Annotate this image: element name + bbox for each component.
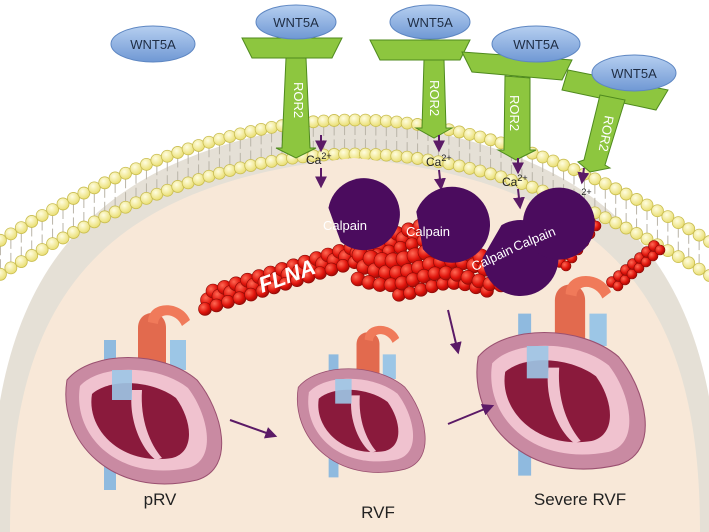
calcium-label-2: Ca2+ (426, 153, 452, 169)
progression-arrow-2 (447, 404, 495, 425)
receptor-complex-1: ROR2 WNT5A (241, 4, 343, 159)
membrane-inner-lipid-heads (0, 139, 709, 282)
calpain-1: Calpain (323, 178, 400, 251)
receptor-complex-3: ROR2 WNT5A (461, 25, 581, 161)
stage-label-prv: pRV (144, 490, 177, 509)
calpain-2: Calpain (406, 186, 490, 263)
calcium-label-3: Ca2+ (502, 173, 528, 189)
receptor-2-label: ROR2 (427, 80, 442, 116)
calcium-label-1: Ca2+ (306, 151, 332, 167)
heart-prv (65, 305, 223, 490)
free-wnt5a-ligand: WNT5A (110, 25, 196, 63)
receptor-4-label: ROR2 (596, 114, 617, 152)
receptor-1-label: ROR2 (291, 82, 306, 118)
heart-severe-rvf (476, 276, 646, 476)
free-ligand-label: WNT5A (130, 37, 176, 52)
receptor-1-ligand-label: WNT5A (273, 15, 319, 30)
filament-to-heart-arrow (447, 309, 462, 355)
stage-label-severe-rvf: Severe RVF (534, 490, 626, 509)
calpain-2-label: Calpain (406, 224, 450, 239)
receptor-2-ligand-label: WNT5A (407, 15, 453, 30)
receptor-4-ligand-label: WNT5A (611, 66, 657, 81)
calpain-1-label: Calpain (323, 218, 367, 233)
stage-label-rvf: RVF (361, 503, 395, 522)
receptor-complex-4: ROR2 WNT5A (561, 54, 677, 173)
progression-arrow-1 (229, 419, 278, 439)
heart-rvf (296, 325, 426, 478)
receptor-complex-2: ROR2 WNT5A (369, 4, 471, 139)
receptor-3-label: ROR2 (507, 95, 522, 131)
receptor-3-ligand-label: WNT5A (513, 37, 559, 52)
